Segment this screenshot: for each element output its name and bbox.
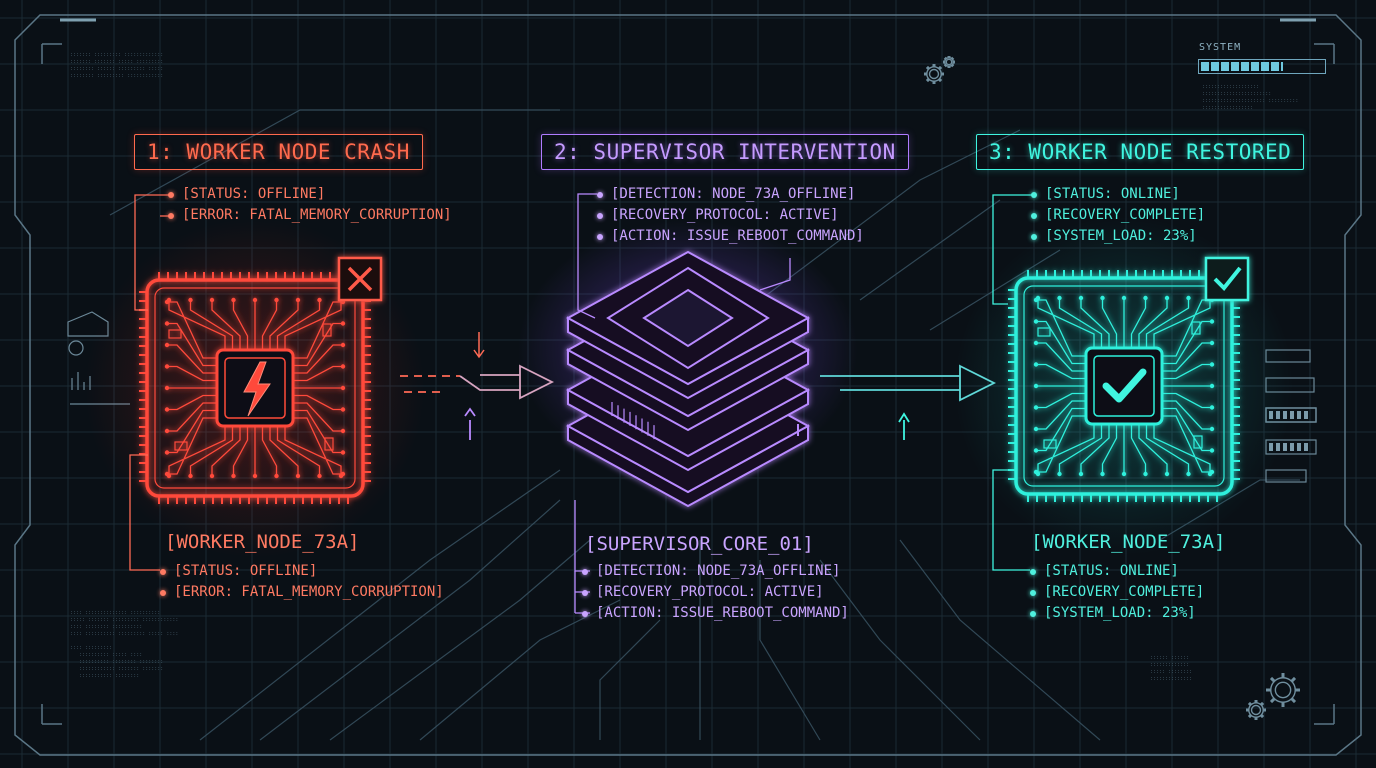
stage-1-title: 1: WORKER NODE CRASH xyxy=(134,134,423,170)
stage-3-bottom-status: [STATUS: ONLINE] [RECOVERY_COMPLETE] [SY… xyxy=(1030,561,1204,624)
system-label: SYSTEM xyxy=(1199,42,1242,53)
status-line: [STATUS: OFFLINE] xyxy=(160,561,444,582)
hud-frame xyxy=(14,14,1362,756)
telemetry-text: ::::::::::::::::::: ::::::::::::::::::::… xyxy=(1202,84,1299,111)
arrow-to-restored xyxy=(820,364,997,440)
system-progress-fill xyxy=(1201,62,1283,71)
stage-3-title: 3: WORKER NODE RESTORED xyxy=(976,134,1305,170)
status-line: [SYSTEM_LOAD: 23%] xyxy=(1031,226,1205,247)
status-line: [RECOVERY_PROTOCOL: ACTIVE] xyxy=(582,582,849,603)
worker-node-crashed-chip xyxy=(139,272,371,504)
stage-1-bottom-status: [STATUS: OFFLINE] [ERROR: FATAL_MEMORY_C… xyxy=(160,561,444,603)
status-line: [DETECTION: NODE_73A_OFFLINE] xyxy=(597,184,864,205)
status-line: [RECOVERY_PROTOCOL: ACTIVE] xyxy=(597,205,864,226)
telemetry-text: :::: :::::::::::::: :::::::::: ::::: :::… xyxy=(70,610,179,679)
telemetry-text: ::::::: ::::::::: ::::::::::::: ::::::: … xyxy=(70,52,164,79)
status-line: [ACTION: ISSUE_REBOOT_COMMAND] xyxy=(582,603,849,624)
status-line: [STATUS: ONLINE] xyxy=(1030,561,1204,582)
gear-icon xyxy=(1246,700,1266,720)
status-line: [ACTION: ISSUE_REBOOT_COMMAND] xyxy=(597,226,864,247)
callout-lines xyxy=(992,194,1033,571)
status-line: [STATUS: ONLINE] xyxy=(1031,184,1205,205)
gear-icon xyxy=(1266,673,1300,707)
status-line: [DETECTION: NODE_73A_OFFLINE] xyxy=(582,561,849,582)
worker-node-restored-chip xyxy=(1008,270,1240,502)
status-line: [RECOVERY_COMPLETE] xyxy=(1030,582,1204,603)
stage-1-top-status: [STATUS: OFFLINE] [ERROR: FATAL_MEMORY_C… xyxy=(168,184,452,226)
status-line: [ERROR: FATAL_MEMORY_CORRUPTION] xyxy=(160,582,444,603)
stage-3-top-status: [STATUS: ONLINE] [RECOVERY_COMPLETE] [SY… xyxy=(1031,184,1205,247)
gear-icon xyxy=(924,64,944,84)
status-line: [STATUS: OFFLINE] xyxy=(168,184,452,205)
stacked-processor-icon xyxy=(565,250,811,508)
status-line: [RECOVERY_COMPLETE] xyxy=(1031,205,1205,226)
stage-3-node-name: [WORKER_NODE_73A] xyxy=(1031,531,1226,553)
telemetry-text: :::::: :::::: ::::::::::::: ::::: ::::::… xyxy=(1150,655,1193,682)
circuit-traces xyxy=(109,109,1300,741)
gear-icon xyxy=(943,56,955,68)
check-icon xyxy=(1204,256,1250,302)
stage-2-node-name: [SUPERVISOR_CORE_01] xyxy=(585,533,814,555)
arrow-to-supervisor xyxy=(400,332,555,440)
lightning-icon xyxy=(243,361,271,417)
x-icon xyxy=(337,256,383,302)
stage-2-bottom-status: [DETECTION: NODE_73A_OFFLINE] [RECOVERY_… xyxy=(582,561,849,624)
system-progress-bar xyxy=(1198,59,1326,74)
status-line: [ERROR: FATAL_MEMORY_CORRUPTION] xyxy=(168,205,452,226)
stage-2-top-status: [DETECTION: NODE_73A_OFFLINE] [RECOVERY_… xyxy=(597,184,864,247)
status-line: [SYSTEM_LOAD: 23%] xyxy=(1030,603,1204,624)
check-icon xyxy=(1102,368,1147,403)
stage-1-node-name: [WORKER_NODE_73A] xyxy=(165,531,360,553)
stage-2-title: 2: SUPERVISOR INTERVENTION xyxy=(541,134,909,170)
